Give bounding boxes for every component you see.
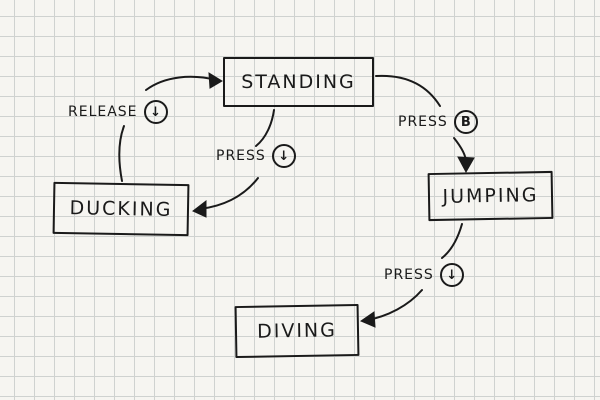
transition-label-press-jump: PRESS B xyxy=(398,110,478,134)
transition-label-release: RELEASE ↓ xyxy=(68,100,168,124)
press-jump-action-text: PRESS xyxy=(398,114,448,130)
arrowhead-ducking xyxy=(192,199,207,218)
state-jumping: JUMPING xyxy=(427,170,554,222)
down-arrow-button-icon: ↓ xyxy=(143,100,168,124)
transition-label-press-duck: PRESS ↓ xyxy=(216,144,296,168)
press-dive-action-text: PRESS xyxy=(384,267,434,283)
transition-label-press-dive: PRESS ↓ xyxy=(384,263,464,287)
state-standing: STANDING xyxy=(223,57,374,107)
arrowhead-diving xyxy=(359,311,376,328)
edge-press-to-diving xyxy=(367,289,423,321)
down-arrow-icon: ↓ xyxy=(446,267,458,283)
edge-standing-to-jumping xyxy=(375,74,441,107)
state-diving: DIVING xyxy=(234,303,360,359)
arrowhead-standing-left xyxy=(208,72,223,89)
release-action-text: RELEASE xyxy=(68,104,138,120)
edge-release-to-standing xyxy=(145,75,217,91)
state-ducking-label: DUCKING xyxy=(69,197,173,221)
down-arrow-button-icon: ↓ xyxy=(439,263,464,287)
state-diving-label: DIVING xyxy=(256,319,338,343)
edge-ducking-to-standing xyxy=(118,125,125,182)
b-button-letter: B xyxy=(460,114,471,130)
state-ducking: DUCKING xyxy=(52,181,190,237)
down-arrow-icon: ↓ xyxy=(150,104,161,120)
down-arrow-button-icon: ↓ xyxy=(271,144,296,168)
edge-jumping-to-diving xyxy=(441,223,463,259)
state-jumping-label: JUMPING xyxy=(442,184,539,208)
state-standing-label: STANDING xyxy=(241,71,356,93)
b-button-icon: B xyxy=(453,110,478,134)
edge-standing-to-ducking xyxy=(255,109,275,147)
press-duck-action-text: PRESS xyxy=(216,148,266,164)
edge-press-to-ducking xyxy=(199,177,259,210)
arrowhead-jumping xyxy=(457,156,475,174)
down-arrow-icon: ↓ xyxy=(278,148,290,164)
